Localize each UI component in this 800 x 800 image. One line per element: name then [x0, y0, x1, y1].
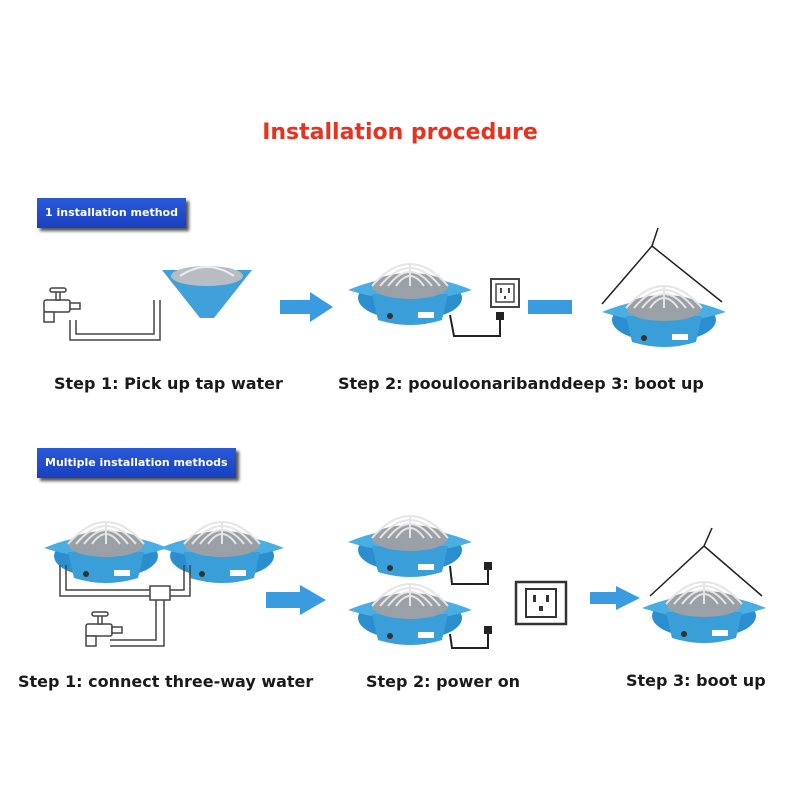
single-method-badge: 1 installation method — [37, 198, 186, 228]
section2-step1-label: Step 1: connect three-way water — [18, 672, 314, 691]
device-icon — [347, 515, 473, 578]
device-icon — [159, 521, 285, 584]
hanging-rope — [601, 227, 723, 305]
water-pipe — [69, 300, 161, 341]
tap-faucet-icon — [43, 287, 81, 323]
hanging-rope — [649, 527, 763, 597]
device-icon — [43, 521, 169, 584]
blue-arrow-icon — [266, 585, 326, 615]
section1-step1-label: Step 1: Pick up tap water — [54, 374, 283, 393]
blue-arrow-icon — [528, 300, 572, 314]
hanging-device-icon — [601, 285, 727, 348]
outlet-icon — [514, 580, 568, 626]
three-way-pipe — [59, 565, 191, 647]
section2-step3-label: Step 3: boot up — [626, 671, 766, 690]
multiple-methods-badge: Multiple installation methods — [37, 448, 236, 478]
outlet-icon — [490, 278, 520, 308]
blue-arrow-icon — [280, 292, 333, 322]
hanging-device-icon — [641, 581, 767, 644]
tap-faucet-icon — [85, 611, 123, 647]
section2-step2-label: Step 2: power on — [366, 672, 521, 691]
power-cord — [449, 314, 501, 337]
device-icon — [347, 583, 473, 646]
page-title: Installation procedure — [262, 120, 538, 145]
device-icon — [347, 263, 473, 326]
blue-arrow-icon — [590, 586, 640, 610]
section1-step2-step3-label: Step 2: poouloonaribanddeep 3: boot up — [338, 374, 704, 393]
power-cord — [449, 632, 489, 649]
water-funnel-icon — [162, 266, 252, 318]
power-cord — [449, 565, 489, 585]
